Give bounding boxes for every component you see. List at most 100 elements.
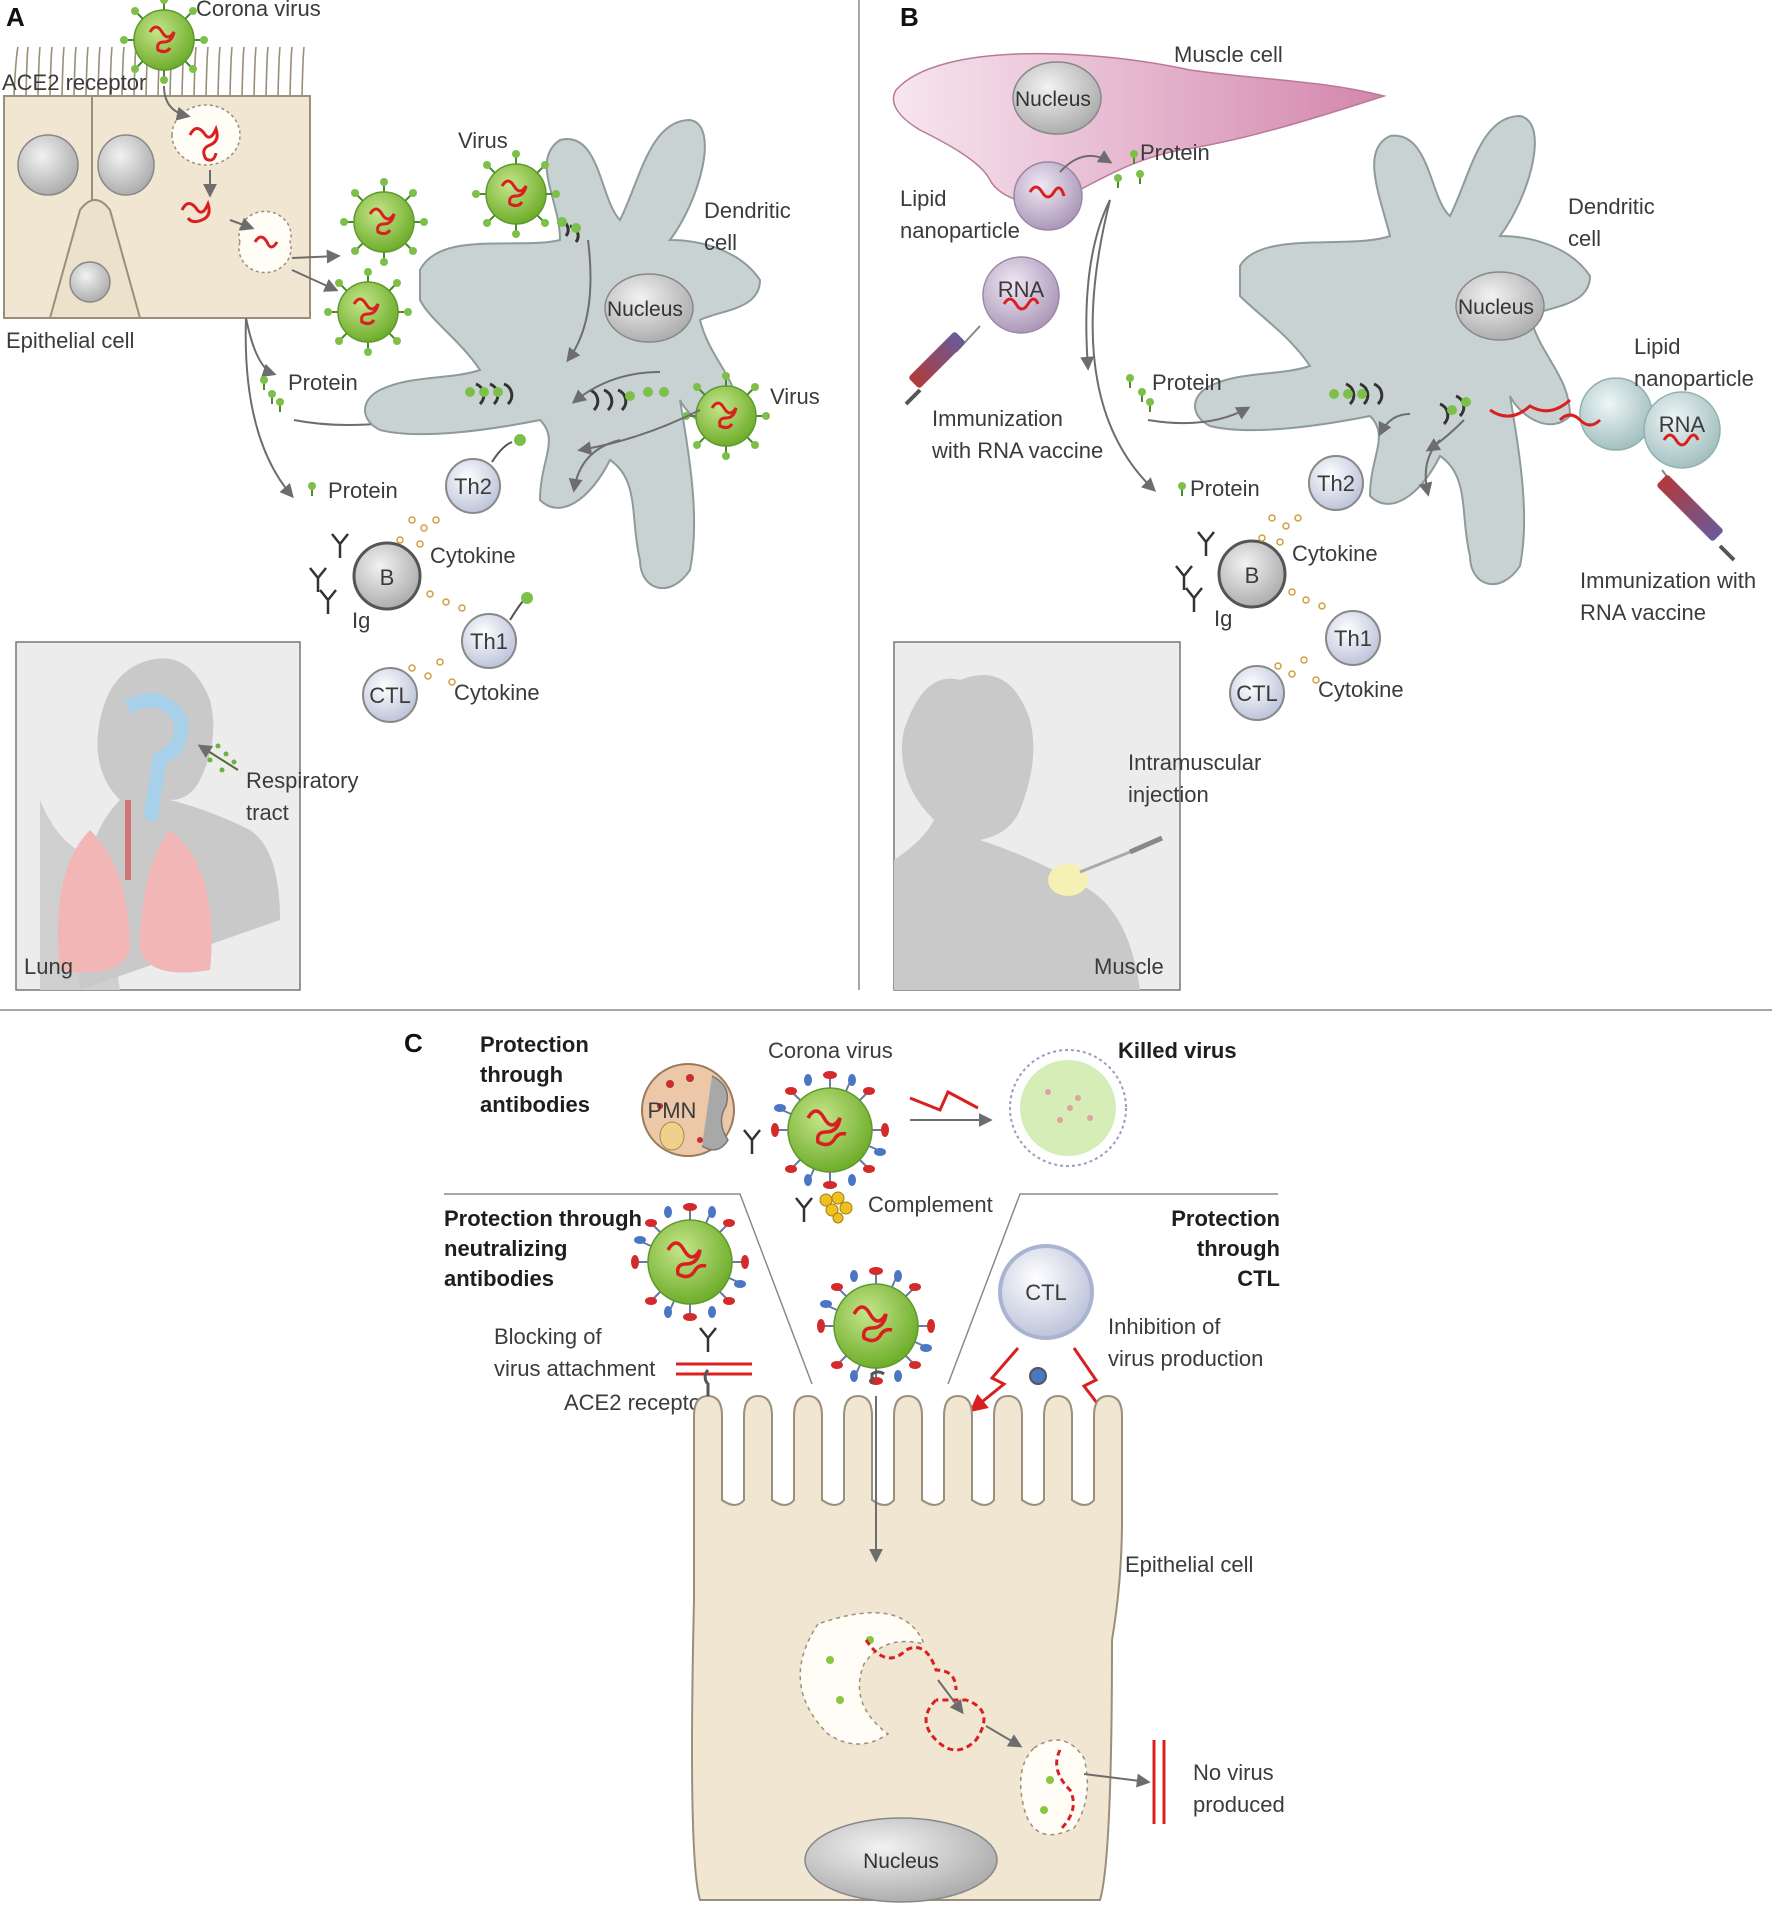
label-prot-ctl-3: CTL — [1237, 1266, 1280, 1291]
label-muscle: Muscle — [1094, 954, 1164, 979]
label-virus-right-a: Virus — [770, 384, 820, 409]
label-ctl-b: CTL — [1236, 681, 1278, 706]
label-cytokine-a-1: Cytokine — [430, 543, 516, 568]
panel-label-b: B — [900, 2, 919, 32]
b-cell-a — [352, 541, 422, 611]
label-b-cell-b: B — [1245, 563, 1260, 588]
label-ig-a: Ig — [352, 608, 370, 633]
label-prot-antibodies-2: through — [480, 1062, 563, 1087]
ctl-cell-b — [1229, 665, 1285, 721]
label-nucleus-c: Nucleus — [863, 1850, 939, 1873]
label-complement: Complement — [868, 1192, 993, 1217]
label-intramuscular-2: injection — [1128, 782, 1209, 807]
label-lipid-b-2: nanoparticle — [900, 218, 1020, 243]
label-no-virus-1: No virus — [1193, 1760, 1274, 1785]
label-ctl-a: CTL — [369, 683, 411, 708]
muscle-cell — [892, 52, 1387, 205]
epithelial-cells-a — [3, 46, 311, 319]
virus-right-a-icon — [680, 370, 772, 462]
label-lipid-b-1: Lipid — [900, 186, 946, 211]
label-protein-b-low: Protein — [1190, 476, 1260, 501]
label-cytokine-b-1: Cytokine — [1292, 541, 1378, 566]
label-killed-virus: Killed virus — [1118, 1038, 1237, 1063]
panel-c: Protection through antibodies Corona vir… — [444, 1032, 1285, 1903]
label-b-cell-a: B — [380, 565, 395, 590]
label-th1-b: Th1 — [1334, 626, 1372, 651]
label-blocking-1: Blocking of — [494, 1324, 603, 1349]
virus-engulfed-icon — [470, 148, 562, 240]
label-prot-neutral-2: neutralizing — [444, 1236, 567, 1261]
label-cytokine-b-2: Cytokine — [1318, 677, 1404, 702]
label-dendritic-b-2: cell — [1568, 226, 1601, 251]
th2-cell-a — [445, 458, 501, 514]
label-ctl-c: CTL — [1025, 1280, 1067, 1305]
corona-virus-c-left-icon — [629, 1201, 751, 1323]
panel-a: Corona virus ACE2 receptor Epithelial ce… — [2, 0, 820, 991]
label-pmn: PMN — [648, 1098, 697, 1123]
label-prot-neutral-1: Protection through — [444, 1206, 642, 1231]
label-muscle-cell: Muscle cell — [1174, 42, 1283, 67]
label-no-virus-2: produced — [1193, 1792, 1285, 1817]
label-ig-b: Ig — [1214, 606, 1232, 631]
lipid-nanoparticle-b-right — [1643, 391, 1721, 469]
corona-virus-c-top-icon — [769, 1069, 891, 1191]
label-prot-ctl-2: through — [1197, 1236, 1280, 1261]
th1-cell-b — [1325, 610, 1381, 666]
corona-virus-c-center-icon — [815, 1265, 937, 1387]
label-nucleus-dc-a: Nucleus — [607, 298, 683, 321]
syringe-b-icon — [904, 325, 981, 406]
label-immunization-b-2: with RNA vaccine — [931, 438, 1103, 463]
label-dendritic-a-1: Dendritic — [704, 198, 791, 223]
label-inhibition-1: Inhibition of — [1108, 1314, 1221, 1339]
label-protein-a-1: Protein — [288, 370, 358, 395]
ctl-cell-c — [998, 1244, 1094, 1340]
label-rna-b: RNA — [998, 277, 1045, 302]
label-intramuscular-1: Intramuscular — [1128, 750, 1261, 775]
dendritic-cell-a — [364, 118, 762, 590]
label-cytokine-a-2: Cytokine — [454, 680, 540, 705]
label-immunization-b-1: Immunization — [932, 406, 1063, 431]
label-corona-virus-c: Corona virus — [768, 1038, 893, 1063]
label-inhibition-2: virus production — [1108, 1346, 1263, 1371]
label-nucleus-muscle: Nucleus — [1015, 88, 1091, 111]
label-virus-top-a: Virus — [458, 128, 508, 153]
label-prot-neutral-3: antibodies — [444, 1266, 554, 1291]
label-ace2-receptor-a: ACE2 receptor — [2, 70, 146, 95]
ctl-cell-a — [362, 667, 418, 723]
label-ace2-receptor-c: ACE2 receptor — [564, 1390, 708, 1415]
label-protein-b-top: Protein — [1140, 140, 1210, 165]
th2-cell-b — [1308, 455, 1364, 511]
panel-label-a: A — [6, 2, 25, 32]
label-respiratory-a-1: Respiratory — [246, 768, 358, 793]
label-prot-antibodies-1: Protection — [480, 1032, 589, 1057]
label-epithelial-cell-a: Epithelial cell — [6, 328, 134, 353]
nucleus-dc-b — [1455, 271, 1545, 341]
th1-cell-a — [461, 613, 517, 669]
nucleus-muscle — [1012, 61, 1102, 135]
label-epithelial-cell-c: Epithelial cell — [1125, 1552, 1253, 1577]
label-th2-a: Th2 — [454, 474, 492, 499]
label-corona-virus-a: Corona virus — [196, 0, 321, 21]
nucleus-c — [804, 1817, 998, 1903]
killed-virus-icon — [1009, 1049, 1127, 1167]
label-nucleus-dc-b: Nucleus — [1458, 296, 1534, 319]
b-cell-b — [1217, 539, 1287, 609]
label-immunization-b-r1: Immunization with — [1580, 568, 1756, 593]
label-th2-b: Th2 — [1317, 471, 1355, 496]
label-rna-b-r: RNA — [1659, 412, 1706, 437]
label-dendritic-a-2: cell — [704, 230, 737, 255]
label-protein-a-2: Protein — [328, 478, 398, 503]
virus-released-2-icon — [322, 266, 414, 358]
dendritic-cell-b — [1194, 114, 1592, 586]
label-immunization-b-r2: RNA vaccine — [1580, 600, 1706, 625]
nucleus-dc-a — [604, 273, 694, 343]
label-dendritic-b-1: Dendritic — [1568, 194, 1655, 219]
panel-label-c: C — [404, 1028, 423, 1058]
label-prot-ctl-1: Protection — [1171, 1206, 1280, 1231]
lipid-nanoparticle-b — [982, 256, 1060, 334]
label-lipid-b-r2: nanoparticle — [1634, 366, 1754, 391]
label-prot-antibodies-3: antibodies — [480, 1092, 590, 1117]
label-protein-b-mid: Protein — [1152, 370, 1222, 395]
label-lung: Lung — [24, 954, 73, 979]
